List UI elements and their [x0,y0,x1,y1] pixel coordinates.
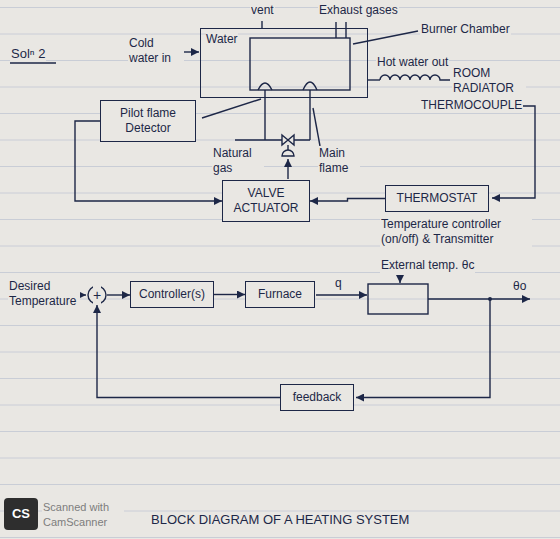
gas-valve [282,135,294,145]
watermark: Scanned with CamScanner [42,500,124,530]
radiator-coil [380,75,450,80]
part-label: THERMOCOUPLE [420,98,523,113]
summing-junction: + [87,285,107,305]
connector [97,305,280,398]
vent-pipe [261,21,262,28]
node-text: Pilot flame Detector [109,106,187,136]
watermark-logo: CS [4,498,38,530]
underline [10,62,56,63]
part-label: Cold water in [128,36,184,66]
input-label: Desired Temperature [8,279,80,309]
controller-box: Controller(s) [130,281,214,308]
burner-chamber [250,38,350,90]
detector-box: Pilot flame Detector [100,100,196,142]
valve-actuator-symbol [282,150,294,156]
caption: BLOCK DIAGRAM OF A HEATING SYSTEM [150,512,410,527]
signal-arrow [399,276,400,283]
node-text: + [93,285,101,305]
thermostat-box: THERMOSTAT [385,185,489,212]
cold-water-arrow [183,51,199,52]
signal-arrow [316,294,367,295]
hot-water-pipe [368,79,380,80]
thermocouple-wire [492,106,535,198]
connector [214,294,245,295]
flame [258,82,317,90]
signal-arrow [428,298,530,299]
signal-name: q [334,276,343,291]
feedback-wire [356,299,490,398]
actuator-arrow [287,159,288,179]
disturbance-label: External temp. θc [380,258,475,273]
part-label: Burner Chamber [420,22,511,37]
note: Temperature controller (on/off) & Transm… [380,217,532,247]
connector [310,199,385,202]
valve-stem [287,145,288,150]
node-text: THERMOSTAT [397,191,478,206]
process-box [368,284,428,314]
part-label: ROOM RADIATOR [452,66,526,96]
part-label: Main flame [318,146,360,176]
solution-number: Solⁿ 2 [10,46,46,61]
water-tank: Water [200,28,368,98]
node-text: feedback [293,390,342,405]
pilot-wire [202,99,261,118]
chimney [336,22,346,38]
actuator-box: VALVE ACTUATOR [222,180,310,222]
leader-line [353,31,418,44]
part-label: Natural gas [212,146,264,176]
node-text: Water [206,32,238,47]
node-text: Controller(s) [139,287,205,302]
signal-name: θo [512,279,527,294]
furnace-box: Furnace [245,281,315,308]
part-label: Hot water out [376,55,449,70]
connector [107,294,130,295]
feedback-box: feedback [280,384,354,411]
branch-dot [488,297,492,301]
node-text: Furnace [258,287,302,302]
leader-line [313,108,320,146]
part-label: Exhaust gases [318,3,399,18]
node-text: VALVE ACTUATOR [231,186,301,216]
part-label: vent [250,3,275,18]
